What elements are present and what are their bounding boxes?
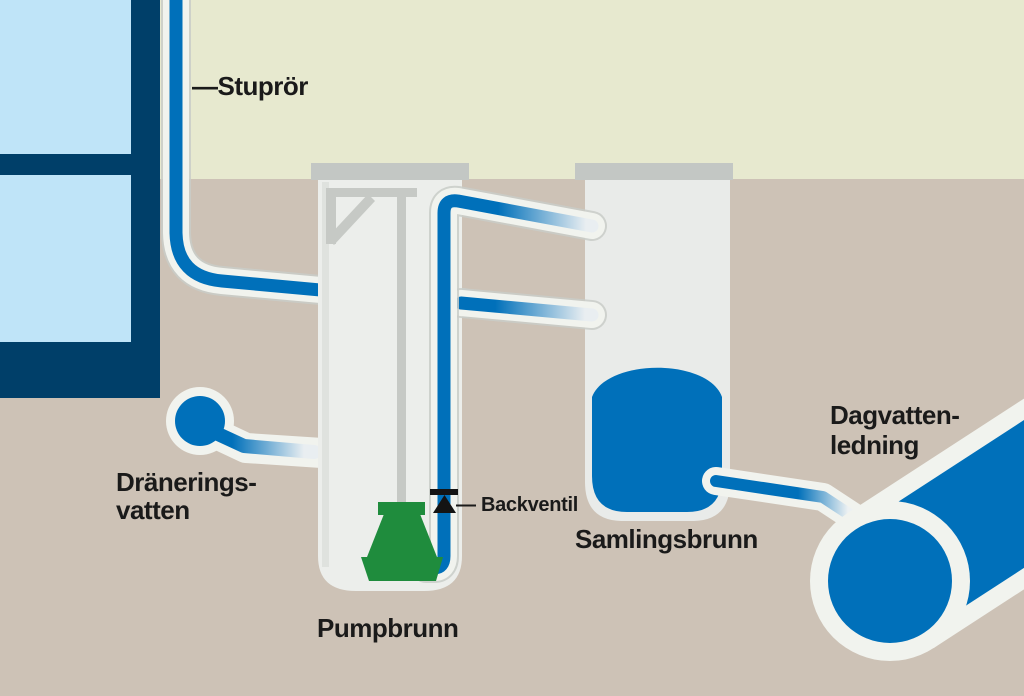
label-backventil: — Backventil (456, 494, 578, 516)
house-window (0, 0, 160, 398)
storm-pipe-opening (828, 519, 952, 643)
label-draneringsvatten-line1: Dränerings- (116, 467, 256, 497)
storm-water-pipe (810, 285, 1024, 661)
collection-well-outlet-pipe (702, 467, 872, 534)
pump-well-body (318, 180, 462, 591)
window-pane-bottom (0, 175, 131, 342)
drain-inlet-circle (175, 396, 225, 446)
pump-guide-rail (397, 192, 406, 504)
check-valve-icon (430, 489, 458, 513)
pump-well-inner-shadow (322, 182, 329, 567)
downpipe (161, 0, 478, 318)
label-dagvattenledning-line1: Dagvatten- (830, 400, 959, 430)
collection-well (575, 163, 733, 521)
window-pane-top (0, 0, 131, 154)
collection-well-water (592, 367, 722, 512)
downpipe-feed-to-collection-well (446, 288, 607, 330)
label-draneringsvatten-line2: vatten (116, 495, 190, 525)
label-stupror: —Stuprör (192, 71, 308, 101)
label-dagvattenledning-line2: ledning (830, 430, 919, 460)
drainage-water-inlet (166, 387, 337, 468)
pump-hoist-bracket (326, 188, 417, 504)
pump (361, 502, 443, 581)
pump-well-cap (311, 163, 469, 180)
collection-well-cap (575, 163, 733, 180)
pump-well (311, 163, 469, 591)
label-pumpbrunn: Pumpbrunn (317, 613, 458, 643)
label-samlingsbrunn: Samlingsbrunn (575, 524, 758, 554)
